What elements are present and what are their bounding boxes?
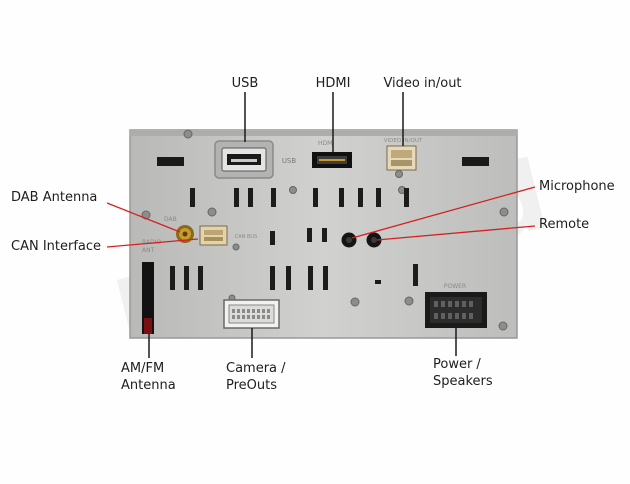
camera-preouts-connector	[223, 299, 280, 329]
screw	[183, 129, 193, 139]
label-camera-line2: PreOuts	[226, 378, 278, 393]
can-connector: CAN BUS	[199, 225, 258, 246]
leader-line-microphone	[351, 186, 536, 239]
usb-panel-text: USB	[282, 157, 297, 165]
screw	[289, 186, 297, 194]
vent-row-upper	[190, 188, 409, 207]
remote-jack	[366, 232, 382, 248]
label-dab-antenna: DAB Antenna	[11, 190, 98, 205]
screw	[395, 170, 403, 178]
vent-row-lower	[170, 228, 418, 290]
leader-line-dab	[106, 202, 181, 233]
microphone-jack	[341, 232, 357, 248]
hdmi-port: HDMI	[312, 140, 352, 168]
leader-lines-vertical	[148, 92, 457, 358]
label-can-interface: CAN Interface	[11, 239, 102, 254]
small-slot	[375, 280, 381, 284]
head-unit-rear-panel: USB HDMI VIDEO IN/OUT DAB	[129, 129, 518, 339]
screw	[232, 243, 240, 251]
screw	[499, 207, 509, 217]
leader-line-can	[106, 238, 199, 248]
label-microphone: Microphone	[539, 179, 615, 194]
dab-panel-text: DAB	[164, 216, 177, 223]
label-usb: USB	[231, 76, 259, 91]
label-camera-line1: Camera /	[226, 361, 286, 376]
power-panel-text: POWER	[444, 283, 466, 290]
screw	[350, 297, 360, 307]
label-amfm-line1: AM/FM	[121, 361, 165, 376]
screw	[404, 296, 414, 306]
label-hdmi: HDMI	[315, 76, 351, 91]
leader-line-remote	[376, 225, 536, 241]
label-power-line1: Power /	[433, 357, 481, 372]
label-remote: Remote	[539, 217, 590, 232]
panel-slot	[462, 157, 489, 166]
amfm-antenna-plug	[142, 262, 154, 334]
label-amfm-line2: Antenna	[121, 378, 176, 393]
power-speakers-connector: POWER	[425, 283, 487, 328]
leader-lines-red	[106, 186, 536, 248]
panel-slot	[157, 157, 184, 166]
usb-port: USB	[214, 140, 297, 179]
ant-panel-text: ANT	[142, 247, 155, 254]
screw	[498, 321, 508, 331]
label-power-line2: Speakers	[433, 374, 493, 389]
label-video: Video in/out	[383, 76, 462, 91]
screw	[207, 207, 217, 217]
hdmi-panel-text: HDMI	[318, 140, 334, 147]
can-panel-text: CAN BUS	[235, 234, 258, 240]
